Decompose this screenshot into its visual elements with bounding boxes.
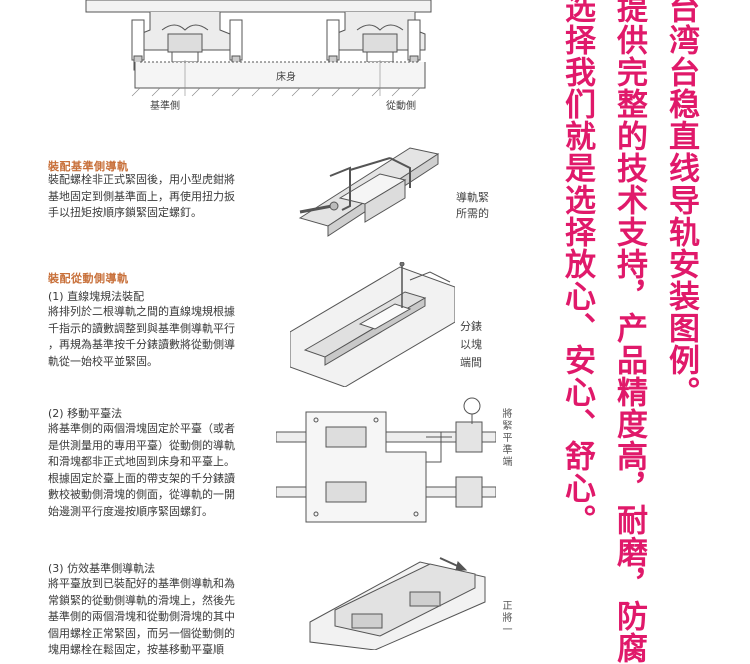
section2-sub2-text: 將基準側的兩個滑塊固定於平臺（或者 是供測量用的專用平臺）從動側的導軌 和滑塊都… xyxy=(48,422,235,518)
section2-sub1-text: 將排列於二根導軌之間的直線塊規根據 千指示的讀數調整到與基準側導軌平行 ，再規為… xyxy=(48,305,235,368)
section2-sub1-label: 分錶 以塊 端間 xyxy=(460,320,482,369)
section2-sub3-title: (3) 仿效基準側導軌法 xyxy=(48,562,156,575)
reference-copy-figure xyxy=(290,552,490,651)
top-cross-section-diagram: 床身 基準側 從動側 xyxy=(80,0,440,118)
promo-column-2: 提供完整的技术支持，产品精度高，耐磨，防腐 xyxy=(611,0,647,664)
reference-side-label: 基準側 xyxy=(150,101,180,112)
promo-column-1: 台湾台稳直线导轨安装图例。 xyxy=(663,0,699,408)
section1-text: 裝配螺栓非正式緊固後，用小型虎鉗將 基地固定到側基準面上，再使用扭力扳 手以扭矩… xyxy=(48,173,235,219)
section2-sub3-text: 將平臺放到已裝配好的基準側導軌和為 常鎖緊的從動側導軌的滑塊上，然後先 基準側的… xyxy=(48,577,235,656)
gauge-block-figure xyxy=(289,261,456,388)
section2-sub2-title: (2) 移動平臺法 xyxy=(48,407,123,420)
promo-column-3: 选择我们就是选择放心、安心、舒心。 xyxy=(559,0,595,536)
section2-sub2-label: 將緊平準端 xyxy=(500,408,511,468)
section1-figure-label: 導軌緊 所需的 xyxy=(456,191,489,220)
section1-title: 裝配基準側導軌 xyxy=(48,160,129,173)
moving-table-figure xyxy=(275,392,497,532)
section2-sub1-title: (1) 直線塊規法裝配 xyxy=(48,290,145,303)
section2-title: 裝配從動側導軌 xyxy=(48,272,129,285)
section2-sub3-label: 正將一 xyxy=(500,600,511,636)
section1-figure xyxy=(290,128,440,238)
bed-label: 床身 xyxy=(276,72,296,83)
driven-side-label: 從動側 xyxy=(386,101,416,112)
